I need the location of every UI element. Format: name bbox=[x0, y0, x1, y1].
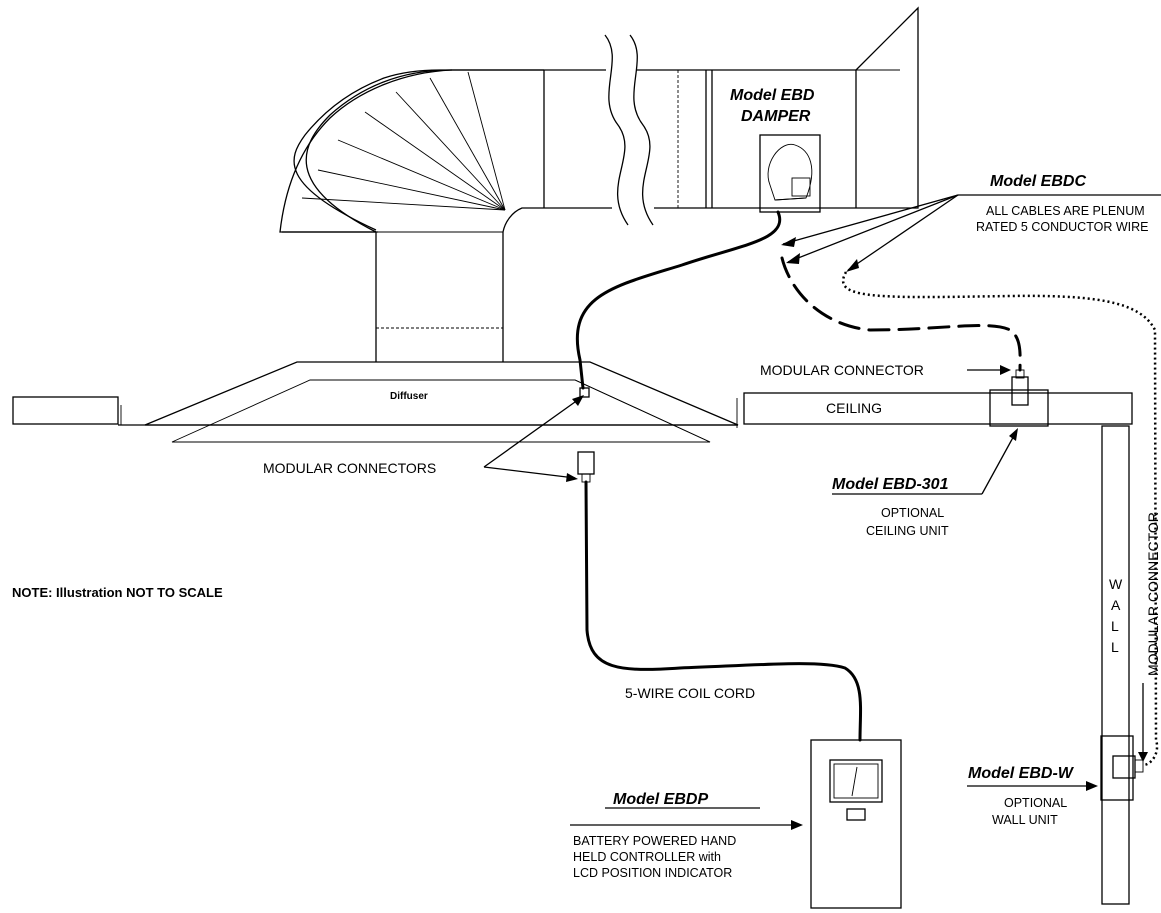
wall bbox=[1100, 425, 1144, 905]
ebdc-model-label: Model EBDC bbox=[990, 173, 1086, 190]
ebdw-desc-line1: OPTIONAL bbox=[1004, 796, 1067, 810]
damper-word-label: DAMPER bbox=[741, 108, 811, 125]
ceiling bbox=[736, 389, 1133, 428]
modular-connector-leader bbox=[967, 365, 1011, 375]
svg-text:L: L bbox=[1111, 618, 1119, 634]
diffuser-connector bbox=[579, 387, 590, 398]
modular-connectors-leaders bbox=[483, 395, 584, 482]
modular-connector-label: MODULAR CONNECTOR bbox=[760, 362, 924, 378]
diffuser bbox=[144, 361, 739, 443]
scale-note: NOTE: Illustration NOT TO SCALE bbox=[12, 585, 223, 600]
left-ceiling-stub bbox=[12, 396, 145, 426]
modular-connectors-label: MODULAR CONNECTORS bbox=[263, 460, 436, 476]
ebdc-note-line2: RATED 5 CONDUCTOR WIRE bbox=[976, 220, 1148, 234]
ebdp-desc-line1: BATTERY POWERED HAND bbox=[573, 834, 736, 848]
ebd301-desc-line1: OPTIONAL bbox=[881, 506, 944, 520]
ebdp-model-label: Model EBDP bbox=[613, 791, 708, 808]
ebd301-model-label: Model EBD-301 bbox=[832, 476, 949, 493]
ceiling-connector bbox=[1011, 369, 1029, 406]
svg-text:L: L bbox=[1111, 639, 1119, 655]
ceiling-label: CEILING bbox=[826, 400, 882, 416]
duct-elbow bbox=[279, 69, 544, 362]
damper-model-label: Model EBD bbox=[730, 87, 815, 104]
svg-text:W: W bbox=[1109, 576, 1123, 592]
ebdp-leader bbox=[570, 807, 803, 830]
svg-text:A: A bbox=[1111, 597, 1121, 613]
ebd301-leader bbox=[832, 428, 1018, 495]
horizontal-duct bbox=[543, 6, 919, 226]
ebdp-desc-line2: HELD CONTROLLER with bbox=[573, 850, 721, 864]
damper-actuator bbox=[759, 134, 821, 213]
ebdc-note-line1: ALL CABLES ARE PLENUM bbox=[986, 204, 1145, 218]
wall-cable-dotted bbox=[841, 271, 1159, 767]
handheld-controller bbox=[810, 739, 902, 909]
wall-letters: W A L L bbox=[1109, 576, 1123, 655]
damper-cable bbox=[575, 210, 782, 390]
wall-connector-label: MODULAR CONNECTOR bbox=[1145, 512, 1161, 676]
ebdc-leaders bbox=[781, 194, 1161, 272]
ebd301-desc-line2: CEILING UNIT bbox=[866, 524, 949, 538]
diffuser-label: Diffuser bbox=[390, 391, 428, 402]
coil-cord bbox=[584, 480, 863, 742]
ebdw-desc-line2: WALL UNIT bbox=[992, 813, 1058, 827]
wall-connector-arrowhead bbox=[1138, 752, 1148, 762]
ebdw-leader bbox=[967, 781, 1098, 791]
ceiling-cable-dashed bbox=[780, 256, 1022, 372]
ebdw-model-label: Model EBD-W bbox=[968, 765, 1075, 782]
ebdp-desc-line3: LCD POSITION INDICATOR bbox=[573, 866, 732, 880]
coil-cord-connector bbox=[577, 451, 595, 483]
coil-cord-label: 5-WIRE COIL CORD bbox=[625, 685, 755, 701]
